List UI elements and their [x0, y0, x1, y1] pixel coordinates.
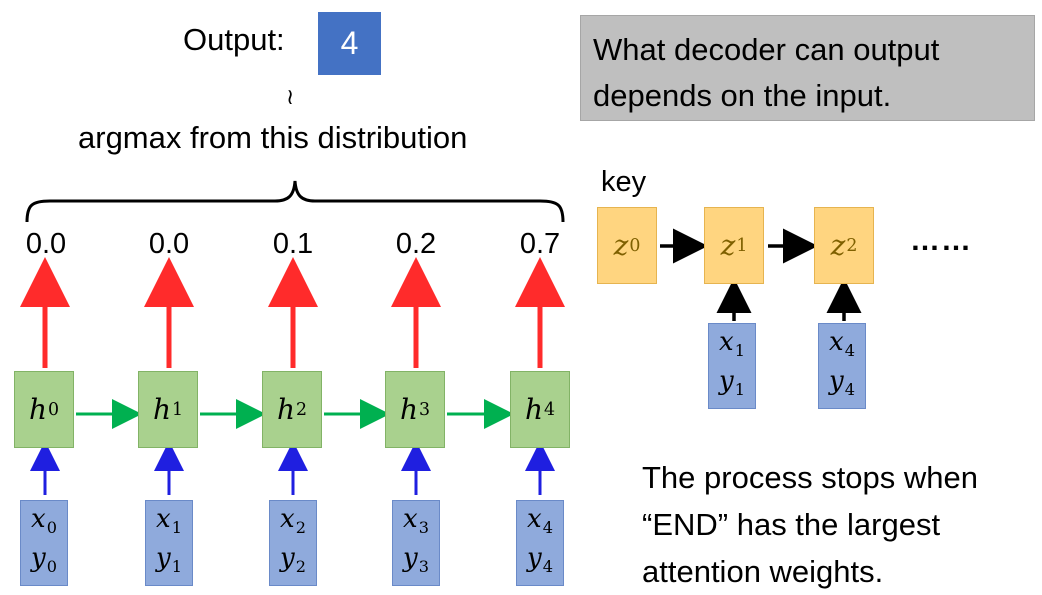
probability-1: 0.0 [148, 228, 190, 260]
decoder-note-box: What decoder can output depends on the i… [580, 15, 1035, 121]
decoder-input-box-2: x4 y4 [818, 323, 866, 409]
process-note-line-2: “END” has the largest [642, 507, 941, 542]
distribution-brace [25, 180, 565, 223]
argmax-label: argmax from this distribution [78, 120, 468, 155]
process-note-line-1: The process stops when [642, 460, 979, 495]
input-box-2: x2 y2 [269, 500, 317, 586]
output-value-box: 4 [318, 12, 381, 75]
decoder-note-line-2: depends on the input. [593, 78, 892, 113]
input-box-1: x1 y1 [145, 500, 193, 586]
decoder-note-line-1: What decoder can output [593, 32, 940, 67]
process-note-line-3: attention weights. [642, 554, 884, 589]
key-label: key [601, 166, 647, 198]
probability-4: 0.7 [519, 228, 561, 260]
process-stop-note: The process stops when “END” has the lar… [642, 454, 1037, 595]
output-label: Output: [183, 22, 285, 57]
tilde-symbol: ≀ [286, 84, 295, 109]
probability-3: 0.2 [395, 228, 437, 260]
probability-2: 0.1 [272, 228, 314, 260]
probability-0: 0.0 [25, 228, 67, 260]
continuation-ellipsis: …… [910, 224, 972, 257]
input-box-0: x0 y0 [20, 500, 68, 586]
input-box-3: x3 y3 [392, 500, 440, 586]
input-box-4: x4 y4 [516, 500, 564, 586]
decoder-input-box-1: x1 y1 [708, 323, 756, 409]
